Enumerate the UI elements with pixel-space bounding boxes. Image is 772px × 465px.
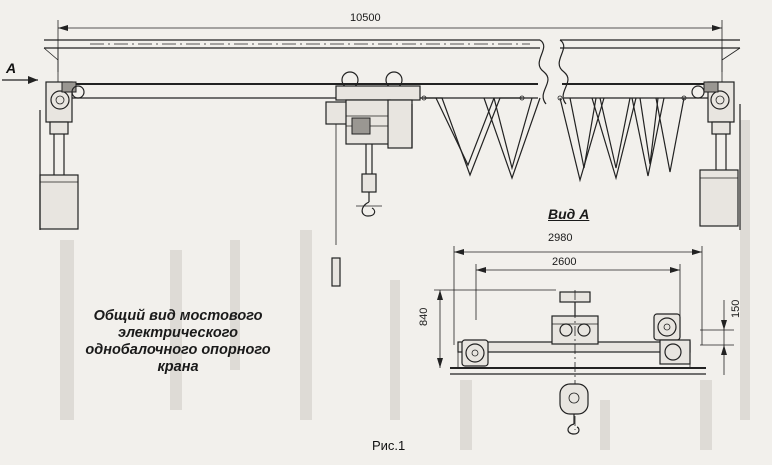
span-dimension-label: 10500 [350, 12, 381, 24]
view-arrow-label: А [6, 60, 17, 76]
height-dimension: 840 [418, 307, 430, 326]
view-width-dimension: 2980 [548, 232, 573, 244]
background-bleed-through [60, 120, 750, 450]
caption-line-3: однобалочного опорного [85, 342, 271, 358]
view-a-drawing [434, 246, 734, 435]
festoon-cables [421, 95, 687, 183]
drawing-caption: Общий вид мостового электрического одноб… [48, 308, 308, 376]
wheel-base-dimension: 2600 [552, 256, 577, 268]
offset-dimension: 150 [730, 299, 742, 318]
caption-line-4: крана [157, 359, 199, 375]
left-end-carriage [39, 81, 85, 230]
view-arrow-a [2, 76, 38, 84]
figure-label: Рис.1 [372, 438, 406, 453]
view-a-title: Вид А [548, 206, 590, 222]
right-end-carriage [691, 81, 741, 230]
span-dimension-line [57, 20, 723, 72]
caption-line-2: электрического [117, 325, 239, 341]
hoist-trolley [325, 71, 421, 287]
crane-general-view [2, 20, 741, 287]
caption-line-1: Общий вид мостового [93, 308, 263, 324]
